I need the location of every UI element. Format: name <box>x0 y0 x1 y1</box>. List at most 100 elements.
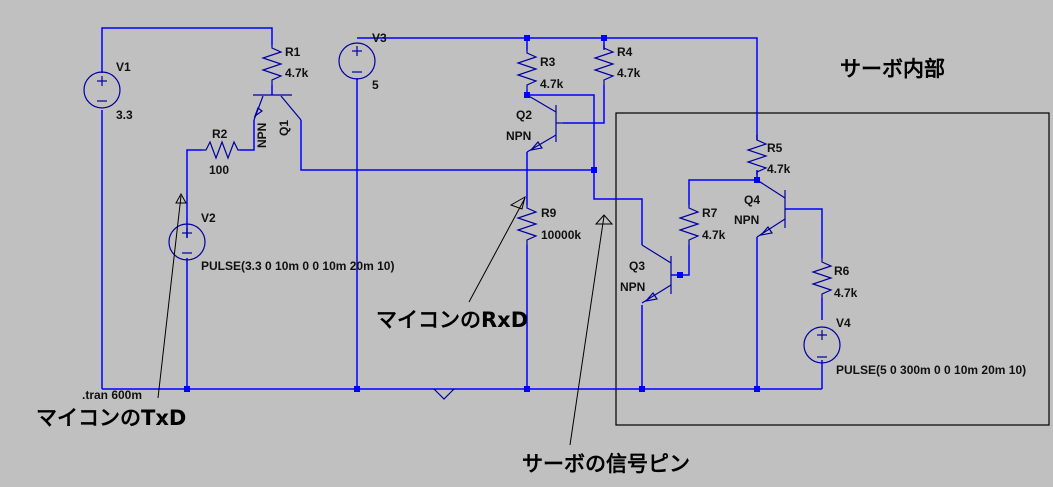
arrow-head-icon <box>175 192 187 204</box>
transistor-collector <box>641 244 672 264</box>
resistor-icon <box>811 258 833 298</box>
r5-value: 4.7k <box>767 162 791 176</box>
wire-r4-q2base[interactable] <box>563 85 605 124</box>
tran-directive[interactable]: .tran 600m <box>82 388 142 402</box>
transistor-q4[interactable]: Q4 NPN <box>734 179 786 238</box>
q4-name: Q4 <box>744 193 760 207</box>
wire-v1-r1[interactable] <box>101 27 273 73</box>
voltage-source-v4[interactable]: V4 PULSE(5 0 300m 0 0 10m 20m 10) <box>803 316 1026 377</box>
wire-v2-r2[interactable] <box>186 149 202 238</box>
resistor-icon <box>516 205 538 245</box>
junction-dot <box>601 35 607 41</box>
resistor-icon <box>261 45 283 85</box>
junction-dot <box>354 386 360 392</box>
v3-value: 5 <box>372 78 379 92</box>
transistor-collector <box>526 94 557 113</box>
ground-icon <box>433 388 455 400</box>
arrow-line-txd <box>157 195 182 399</box>
q2-name: Q2 <box>516 108 532 122</box>
q3-type: NPN <box>620 280 645 294</box>
resistor-r5[interactable]: R5 4.7k <box>746 135 791 176</box>
transistor-arrow-icon <box>529 141 544 151</box>
junction-dot <box>184 386 190 392</box>
v3-name: V3 <box>372 31 387 45</box>
transistor-q2[interactable]: Q2 NPN <box>506 94 563 153</box>
transistor-collector <box>756 179 786 199</box>
wire-q4-r6[interactable] <box>785 208 823 258</box>
arrow-head-icon <box>509 195 526 210</box>
r9-value: 10000k <box>541 228 581 242</box>
transistor-q3[interactable]: Q3 NPN <box>620 244 672 304</box>
wire-q4-r7[interactable] <box>688 179 757 205</box>
r6-name: R6 <box>834 264 850 278</box>
junction-dot <box>639 386 645 392</box>
q1-type: NPN <box>255 123 269 148</box>
junctions <box>184 35 760 392</box>
r3-value: 4.7k <box>540 77 564 91</box>
wire-v3-rail[interactable] <box>357 37 758 140</box>
q1-name: Q1 <box>277 120 291 136</box>
transistor-arrow-icon <box>759 226 774 236</box>
annotation-arrows <box>157 192 614 446</box>
q4-type: NPN <box>734 213 759 227</box>
transistor-collector <box>280 95 302 121</box>
v2-name: V2 <box>201 211 216 225</box>
junction-dot <box>524 35 530 41</box>
transistor-q1[interactable]: NPN Q1 <box>253 94 302 148</box>
r4-value: 4.7k <box>617 66 641 80</box>
resistor-icon <box>516 50 538 90</box>
r7-name: R7 <box>702 206 718 220</box>
v4-value: PULSE(5 0 300m 0 0 10m 20m 10) <box>836 363 1026 377</box>
r1-name: R1 <box>285 45 301 59</box>
junction-dot <box>591 167 597 173</box>
r2-value: 100 <box>209 163 229 177</box>
resistor-icon <box>746 135 768 175</box>
wire-q1-signal[interactable] <box>300 120 594 171</box>
resistor-r1[interactable]: R1 4.7k <box>261 45 309 85</box>
junction-dot <box>524 386 530 392</box>
transistor-arrow-icon <box>644 292 659 302</box>
wire-r3-node[interactable] <box>526 90 595 170</box>
resistor-r7[interactable]: R7 4.7k <box>678 205 726 245</box>
voltage-source-icon <box>83 71 121 109</box>
resistor-icon <box>678 205 700 245</box>
r4-name: R4 <box>617 45 633 59</box>
resistor-r9[interactable]: R9 10000k <box>516 205 581 245</box>
wire-r2-q1[interactable] <box>240 120 255 151</box>
voltage-source-v3[interactable]: V3 5 <box>338 31 387 92</box>
annotation-txd: マイコンのTxD <box>36 406 186 430</box>
voltage-source-v2[interactable]: V2 PULSE(3.3 0 10m 0 0 10m 20m 10) <box>168 211 394 273</box>
arrow-line-servo-pin <box>569 215 605 446</box>
annotation-rxd: マイコンのRxD <box>376 308 528 332</box>
servo-internal-title: サーボ内部 <box>840 57 945 81</box>
q3-name: Q3 <box>629 259 645 273</box>
resistor-icon <box>202 140 240 160</box>
v2-value: PULSE(3.3 0 10m 0 0 10m 20m 10) <box>201 259 394 273</box>
wire-node-q3[interactable] <box>593 170 643 245</box>
servo-internal-box <box>615 112 1050 426</box>
resistor-r4[interactable]: R4 4.7k <box>593 45 641 85</box>
junction-dot <box>677 272 683 278</box>
arrow-head-icon <box>594 214 614 225</box>
r3-name: R3 <box>540 55 556 69</box>
transistor-arrow-icon <box>253 107 264 118</box>
resistor-r3[interactable]: R3 4.7k <box>516 50 564 91</box>
v1-name: V1 <box>116 60 131 74</box>
junction-dot <box>754 386 760 392</box>
voltage-source-v1[interactable]: V1 3.3 <box>83 60 133 122</box>
q2-type: NPN <box>506 129 531 143</box>
annotation-servo-pin: サーボの信号ピン <box>522 452 690 476</box>
r1-value: 4.7k <box>285 66 309 80</box>
wire-r7-q3base[interactable] <box>671 245 690 276</box>
resistor-r2[interactable]: R2 100 <box>202 127 240 177</box>
v4-name: V4 <box>836 316 851 330</box>
r6-value: 4.7k <box>834 286 858 300</box>
resistor-r6[interactable]: R6 4.7k <box>811 258 858 300</box>
voltage-source-icon <box>803 326 841 364</box>
voltage-source-icon <box>338 42 376 80</box>
voltage-source-icon <box>168 223 206 261</box>
r5-name: R5 <box>767 141 783 155</box>
r7-value: 4.7k <box>702 228 726 242</box>
arrow-line-rxd <box>468 197 526 303</box>
